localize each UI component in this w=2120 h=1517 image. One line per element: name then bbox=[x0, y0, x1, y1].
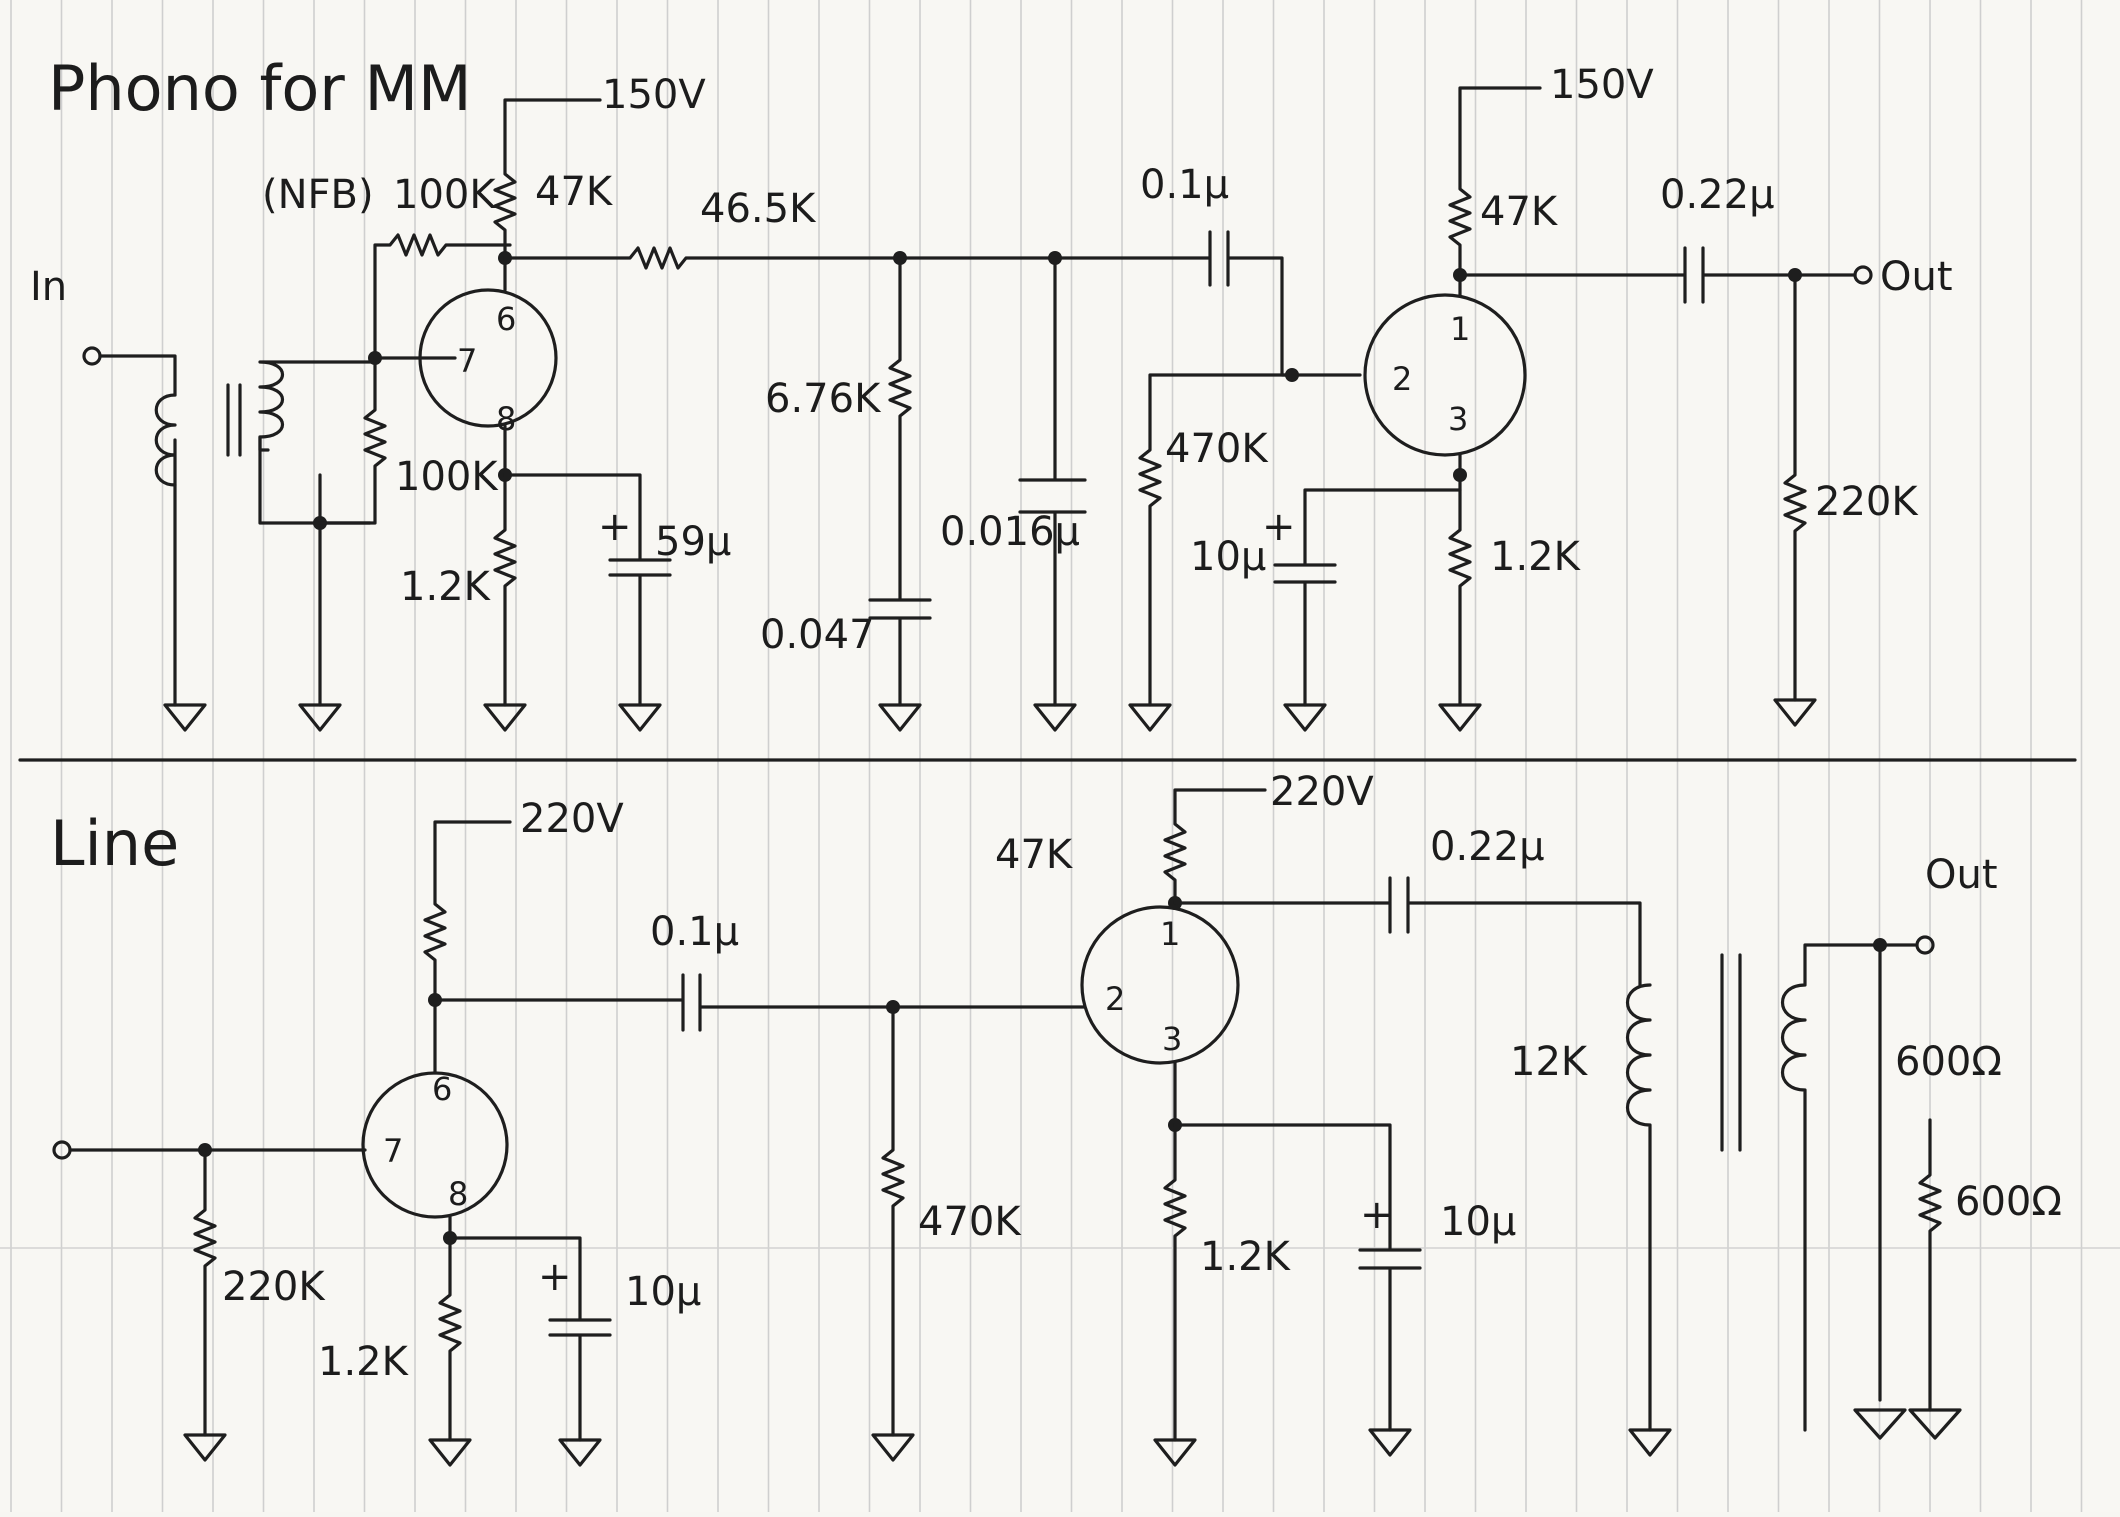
line-c-out-label: 0.22μ bbox=[1430, 824, 1545, 870]
phono-r-nfb-label: 100K bbox=[393, 172, 497, 218]
phono-input-transformer bbox=[154, 360, 377, 487]
phono-nfb-label: (NFB) bbox=[262, 172, 374, 218]
line-tube2-cathode-pin: 3 bbox=[1162, 1020, 1182, 1058]
phono-output-terminal bbox=[1853, 265, 1873, 285]
phono-r-eq-label: 6.76K bbox=[765, 376, 882, 422]
line-cath2-plus: + bbox=[1360, 1192, 1394, 1238]
phono-tube2-plate-pin: 1 bbox=[1450, 310, 1470, 348]
line-c-cath1-label: 10μ bbox=[625, 1269, 701, 1315]
phono-input-label: In bbox=[30, 264, 67, 310]
phono-tube2-cathode-pin: 3 bbox=[1448, 400, 1468, 438]
phono-r-plate2-label: 47K bbox=[1480, 189, 1559, 235]
line-supply-left: 220V bbox=[520, 796, 624, 842]
phono-c-cath1-label: 59μ bbox=[655, 519, 731, 565]
line-r-grid2-label: 470K bbox=[918, 1199, 1022, 1245]
phono-title: Phono for MM bbox=[48, 52, 472, 125]
phono-tube2 bbox=[1363, 293, 1527, 457]
phono-r-load-label: 220K bbox=[1815, 479, 1919, 525]
phono-r-series-label: 46.5K bbox=[700, 186, 817, 232]
phono-c-eq2-label: 0.016μ bbox=[940, 509, 1080, 555]
phono-c-cath2-label: 10μ bbox=[1190, 534, 1266, 580]
phono-output-label: Out bbox=[1880, 254, 1953, 300]
line-c-cath2-label: 10μ bbox=[1440, 1199, 1516, 1245]
line-output-transformer bbox=[1625, 943, 1882, 1432]
line-r-cath2-label: 1.2K bbox=[1200, 1234, 1292, 1280]
line-tube2 bbox=[1080, 905, 1240, 1065]
phono-cath2-plus: + bbox=[1262, 504, 1296, 550]
phono-tube1-cathode-pin: 8 bbox=[496, 400, 516, 438]
phono-r-plate1-label: 47K bbox=[535, 169, 614, 215]
phono-supply-right: 150V bbox=[1550, 62, 1654, 108]
line-trans-primary-label: 12K bbox=[1510, 1039, 1589, 1085]
line-supply-right: 220V bbox=[1270, 769, 1374, 815]
line-r-plate2-label: 47K bbox=[995, 832, 1074, 878]
line-tube2-grid-pin: 2 bbox=[1105, 980, 1125, 1018]
line-trans-secondary-label: 600Ω bbox=[1895, 1039, 2002, 1085]
line-tube1-cathode-pin: 8 bbox=[448, 1175, 468, 1213]
line-tube1-grid-pin: 7 bbox=[383, 1132, 403, 1170]
line-r-cath1-label: 1.2K bbox=[318, 1339, 410, 1385]
phono-tube2-grid-pin: 2 bbox=[1392, 360, 1412, 398]
line-output-terminal bbox=[1915, 935, 1935, 955]
phono-c-out-label: 0.22μ bbox=[1660, 172, 1775, 218]
line-c-couple-label: 0.1μ bbox=[650, 909, 739, 955]
phono-c-couple-label: 0.1μ bbox=[1140, 162, 1229, 208]
line-tube1-plate-pin: 6 bbox=[432, 1070, 452, 1108]
phono-supply-left: 150V bbox=[602, 72, 706, 118]
phono-r-grid2-label: 470K bbox=[1165, 426, 1269, 472]
phono-cath1-plus: + bbox=[598, 504, 632, 550]
line-r-grid-in-label: 220K bbox=[222, 1264, 326, 1310]
phono-r-cath2-label: 1.2K bbox=[1490, 534, 1582, 580]
phono-r-grid-in-label: 100K bbox=[395, 454, 499, 500]
phono-r-cath1-label: 1.2K bbox=[400, 564, 492, 610]
line-tube2-plate-pin: 1 bbox=[1160, 915, 1180, 953]
phono-tube1-plate-pin: 6 bbox=[496, 300, 516, 338]
line-cath1-plus: + bbox=[538, 1254, 572, 1300]
phono-c-eq1-label: 0.047 bbox=[760, 612, 875, 658]
line-title: Line bbox=[50, 807, 179, 880]
phono-tube1-grid-pin: 7 bbox=[457, 342, 477, 380]
line-r-term-label: 600Ω bbox=[1955, 1179, 2062, 1225]
line-output-label: Out bbox=[1925, 852, 1998, 898]
